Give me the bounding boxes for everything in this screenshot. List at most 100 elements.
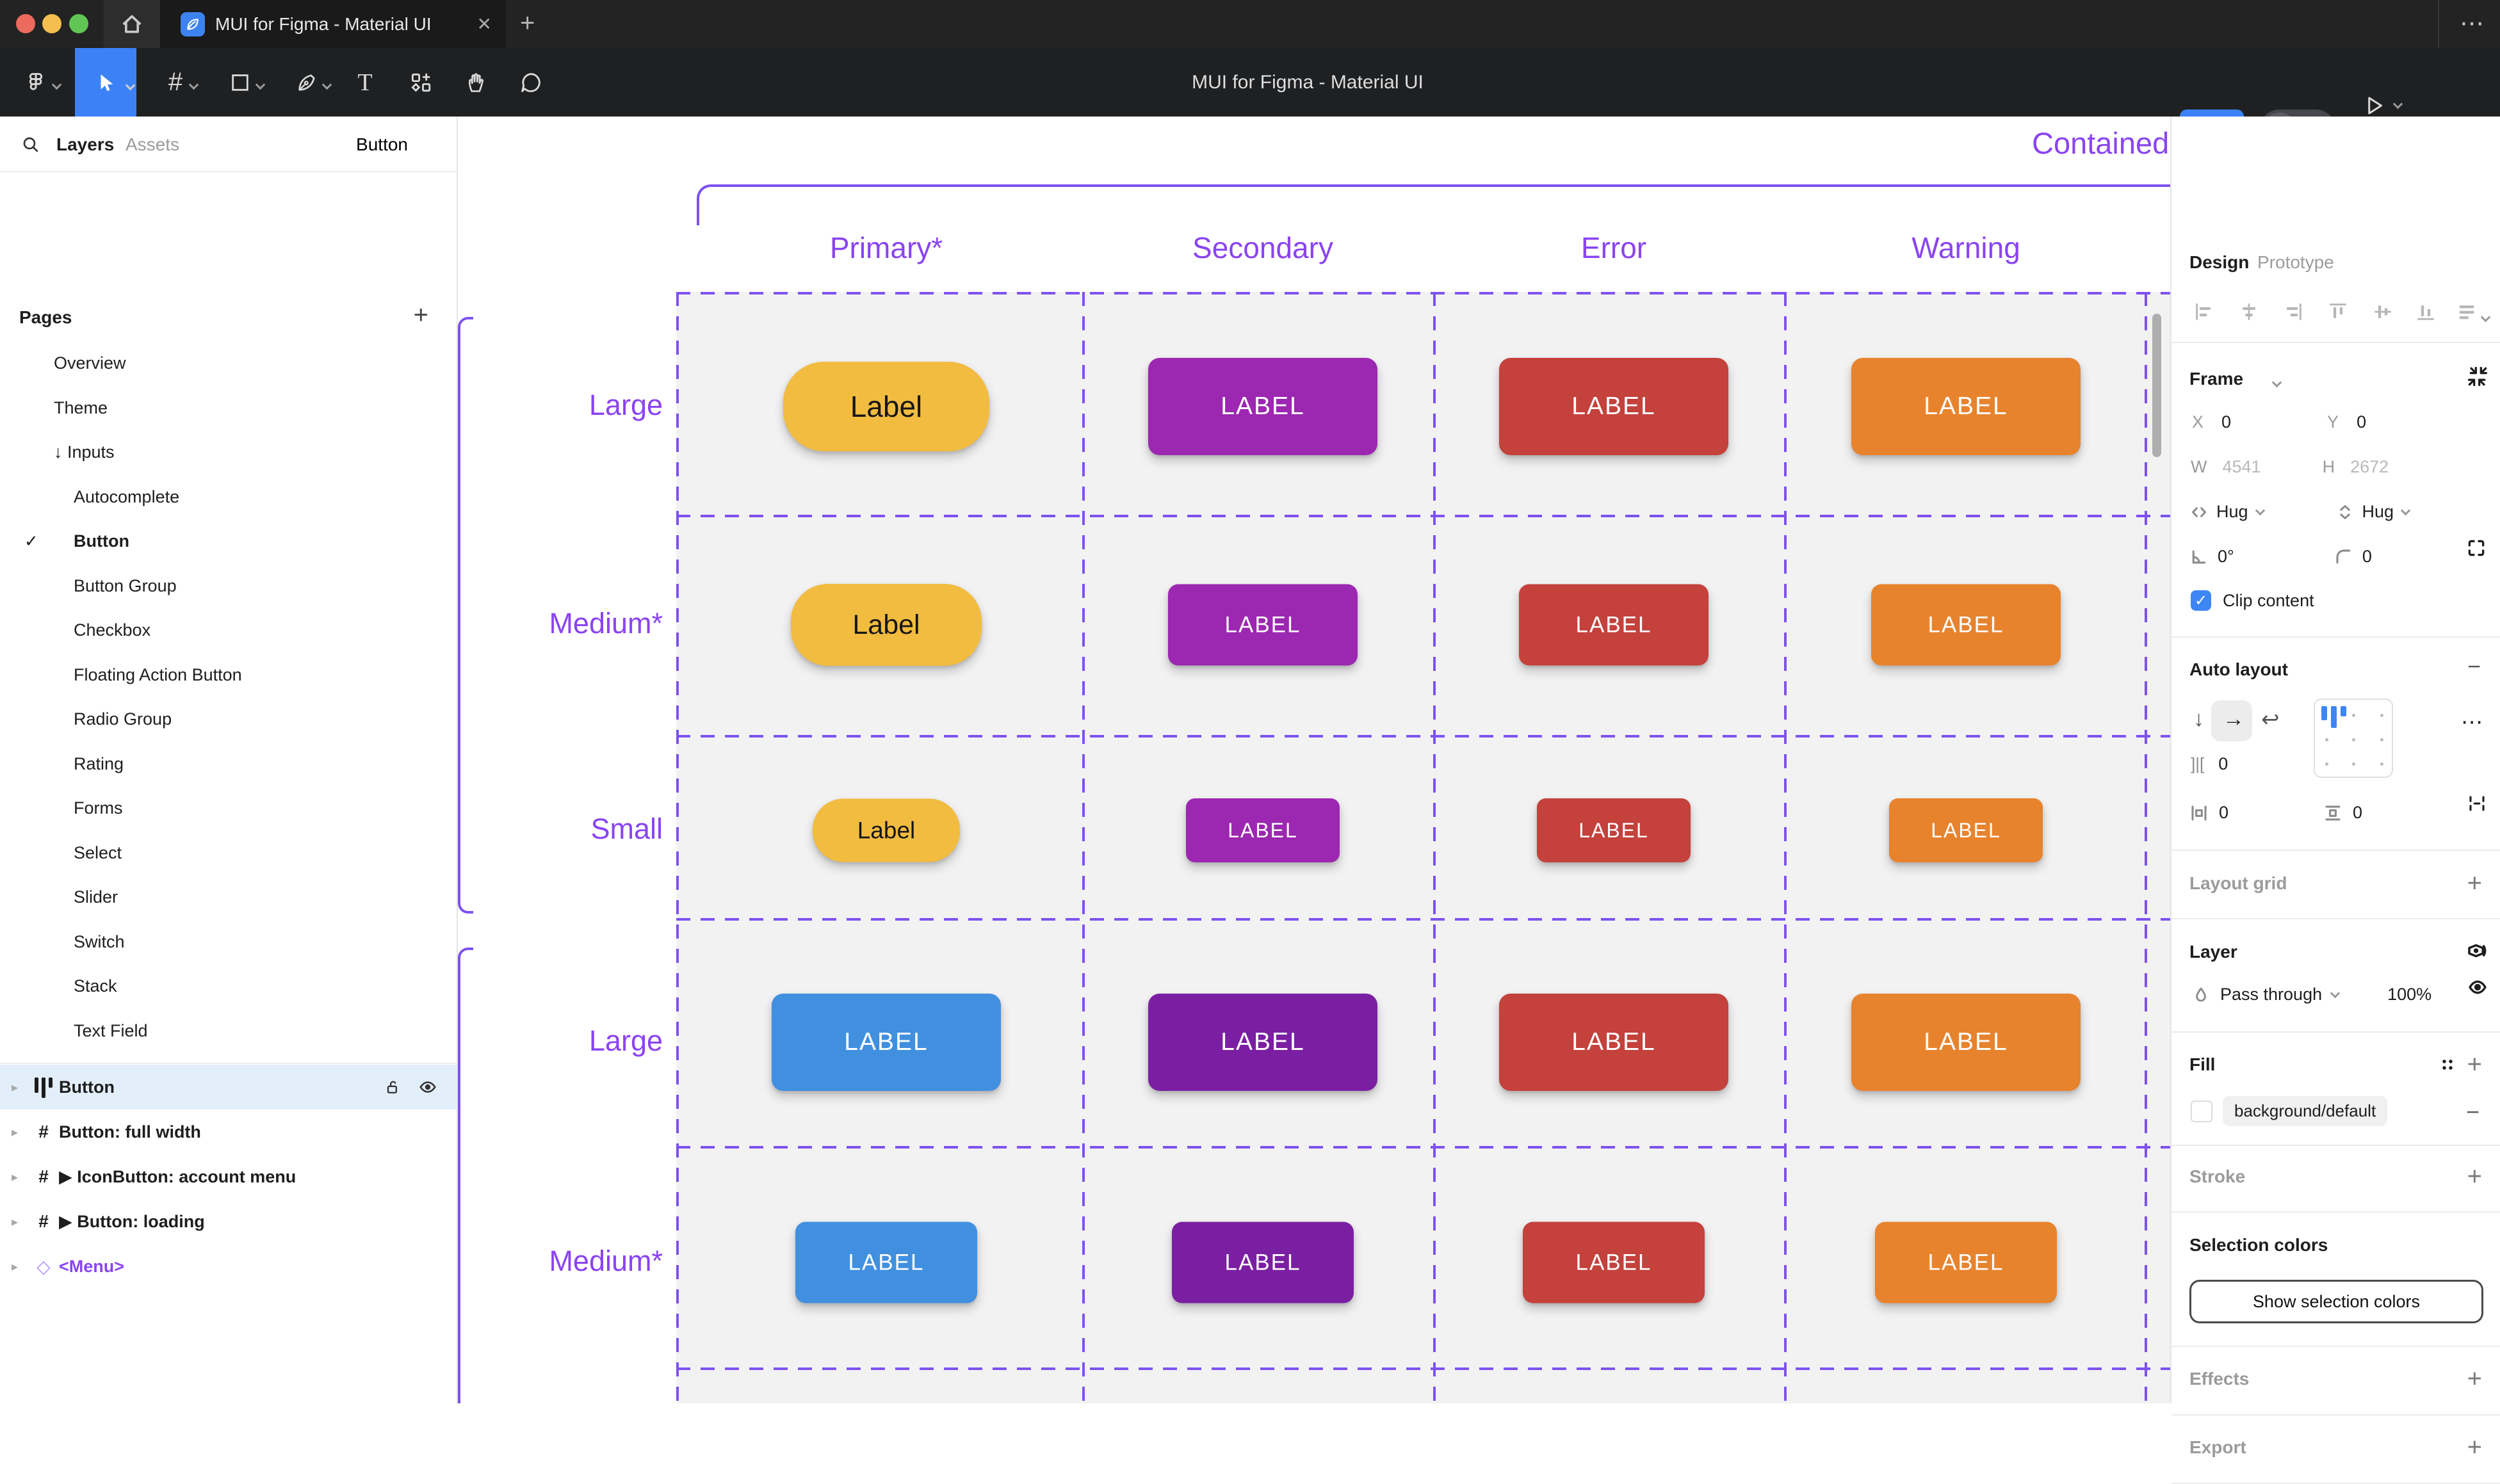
align-horizontal-center-icon[interactable] (2238, 301, 2260, 323)
add-fill-button[interactable]: + (2467, 1050, 2482, 1079)
page-item[interactable]: Radio Group (0, 697, 457, 742)
auto-layout-more-icon[interactable]: ⋯ (2461, 710, 2484, 734)
alignment-pad[interactable] (2314, 698, 2393, 778)
frame-section-title[interactable]: Frame (2189, 369, 2244, 389)
variant-button[interactable]: Label (783, 362, 989, 451)
search-icon[interactable] (20, 134, 41, 155)
text-tool-button[interactable]: T (346, 48, 384, 117)
add-page-button[interactable]: + (413, 301, 428, 329)
variant-button[interactable]: LABEL (1172, 1222, 1354, 1303)
hug-height-chevron-icon[interactable] (2400, 507, 2410, 517)
present-chevron-icon[interactable] (2392, 101, 2403, 111)
move-tool-chevron-icon[interactable] (125, 82, 135, 92)
expand-chevron-icon[interactable]: ▸ (12, 1080, 19, 1095)
resources-tool-button[interactable] (401, 48, 441, 117)
frame-tool-chevron-icon[interactable] (188, 81, 199, 92)
add-export-button[interactable]: + (2467, 1433, 2482, 1462)
unlock-icon[interactable] (384, 1078, 402, 1096)
individual-padding-icon[interactable] (2467, 794, 2487, 813)
add-effect-button[interactable]: + (2467, 1364, 2482, 1393)
opacity-value[interactable]: 100% (2387, 985, 2432, 1004)
page-item[interactable]: ✓Button (0, 519, 457, 564)
page-item[interactable]: Rating (0, 742, 457, 787)
h-value[interactable]: 2672 (2350, 457, 2389, 476)
layer-row[interactable]: ▸◇<Menu> (0, 1244, 457, 1289)
variant-button[interactable]: LABEL (1499, 994, 1728, 1091)
hug-width-chevron-icon[interactable] (2255, 507, 2265, 517)
present-play-button[interactable] (2363, 94, 2386, 117)
variant-button[interactable]: LABEL (1499, 358, 1728, 455)
add-stroke-button[interactable]: + (2467, 1162, 2482, 1191)
w-value[interactable]: 4541 (2222, 457, 2261, 476)
page-item[interactable]: Text Field (0, 1009, 457, 1054)
layer-row[interactable]: ▸#▶ IconButton: account menu (0, 1154, 457, 1199)
window-more-menu[interactable]: ⋯ (2460, 10, 2486, 37)
add-layout-grid-button[interactable]: + (2467, 869, 2482, 898)
maximize-window-button[interactable] (69, 14, 88, 33)
frame-name-label[interactable]: Contained (2032, 126, 2170, 160)
variant-button[interactable]: LABEL (1851, 358, 2081, 455)
variant-button[interactable]: LABEL (1519, 584, 1709, 666)
variant-button[interactable]: LABEL (1148, 994, 1377, 1091)
blend-mode-value[interactable]: Pass through (2220, 985, 2323, 1004)
tab-layers[interactable]: Layers (56, 134, 115, 154)
wrap-icon[interactable]: ↩ (2261, 707, 2280, 732)
blend-mode-icon[interactable] (2466, 940, 2488, 962)
layer-row[interactable]: ▸#▶ Button: loading (0, 1199, 457, 1244)
minimize-window-button[interactable] (42, 14, 61, 33)
row-label[interactable]: Large (588, 389, 663, 421)
direction-horizontal-icon[interactable]: → (2223, 707, 2244, 731)
remove-auto-layout-button[interactable]: − (2467, 653, 2481, 679)
expand-chevron-icon[interactable]: ▸ (12, 1125, 19, 1140)
tab-assets[interactable]: Assets (126, 134, 180, 154)
x-value[interactable]: 0 (2221, 412, 2232, 431)
page-item[interactable]: Select (0, 831, 457, 876)
hug-height-value[interactable]: Hug (2362, 502, 2394, 521)
distribute-icon[interactable] (2456, 301, 2478, 323)
rotation-value[interactable]: 0° (2218, 547, 2234, 566)
canvas-scrollbar[interactable] (2152, 314, 2161, 457)
align-vertical-center-icon[interactable] (2372, 301, 2394, 323)
independent-corners-icon[interactable] (2466, 538, 2487, 558)
page-item[interactable]: Forms (0, 786, 457, 831)
page-item[interactable]: Checkbox (0, 608, 457, 653)
document-title[interactable]: MUI for Figma - Material UI (1192, 71, 1424, 93)
variant-button[interactable]: Label (791, 584, 982, 666)
hand-tool-button[interactable] (456, 48, 496, 117)
page-item[interactable]: Theme (0, 386, 457, 431)
move-tool-button[interactable] (75, 48, 136, 117)
new-tab-button[interactable]: + (520, 9, 535, 37)
page-item[interactable]: Button Group (0, 564, 457, 609)
auto-layout-title[interactable]: Auto layout (2189, 659, 2288, 679)
page-item[interactable]: Overview (0, 341, 457, 386)
column-header[interactable]: Warning (1912, 231, 2020, 264)
variant-button[interactable]: LABEL (795, 1222, 977, 1303)
comment-tool-button[interactable] (511, 48, 551, 117)
row-label[interactable]: Medium* (549, 607, 663, 640)
pen-tool-chevron-icon[interactable] (321, 81, 332, 92)
y-value[interactable]: 0 (2357, 412, 2367, 431)
distribute-chevron-icon[interactable] (2480, 314, 2490, 324)
page-item[interactable]: Slider (0, 875, 457, 920)
align-right-icon[interactable] (2282, 301, 2304, 323)
align-top-icon[interactable] (2327, 301, 2349, 323)
layer-row[interactable]: ▸#Button: full width (0, 1109, 457, 1154)
effects-section-title[interactable]: Effects (2189, 1369, 2250, 1389)
variant-button[interactable]: LABEL (1537, 798, 1691, 862)
page-item[interactable]: Autocomplete (0, 475, 457, 520)
fill-color-swatch[interactable] (2191, 1100, 2212, 1122)
row-label[interactable]: Large (588, 1024, 663, 1057)
frame-chevron-icon[interactable] (2271, 379, 2282, 389)
variant-button[interactable]: LABEL (1186, 798, 1340, 862)
shape-tool-chevron-icon[interactable] (255, 81, 265, 92)
variant-button[interactable]: LABEL (1148, 358, 1377, 455)
show-selection-colors-button[interactable]: Show selection colors (2189, 1280, 2483, 1323)
frame-tool-button[interactable]: # (156, 48, 195, 117)
page-item[interactable]: Stack (0, 964, 457, 1009)
variant-button[interactable]: LABEL (1523, 1222, 1705, 1303)
fill-styles-icon[interactable] (2438, 1055, 2457, 1074)
direction-vertical-icon[interactable]: ↓ (2193, 707, 2204, 731)
row-label[interactable]: Small (590, 812, 663, 845)
layer-row[interactable]: ▸Button (0, 1065, 457, 1109)
